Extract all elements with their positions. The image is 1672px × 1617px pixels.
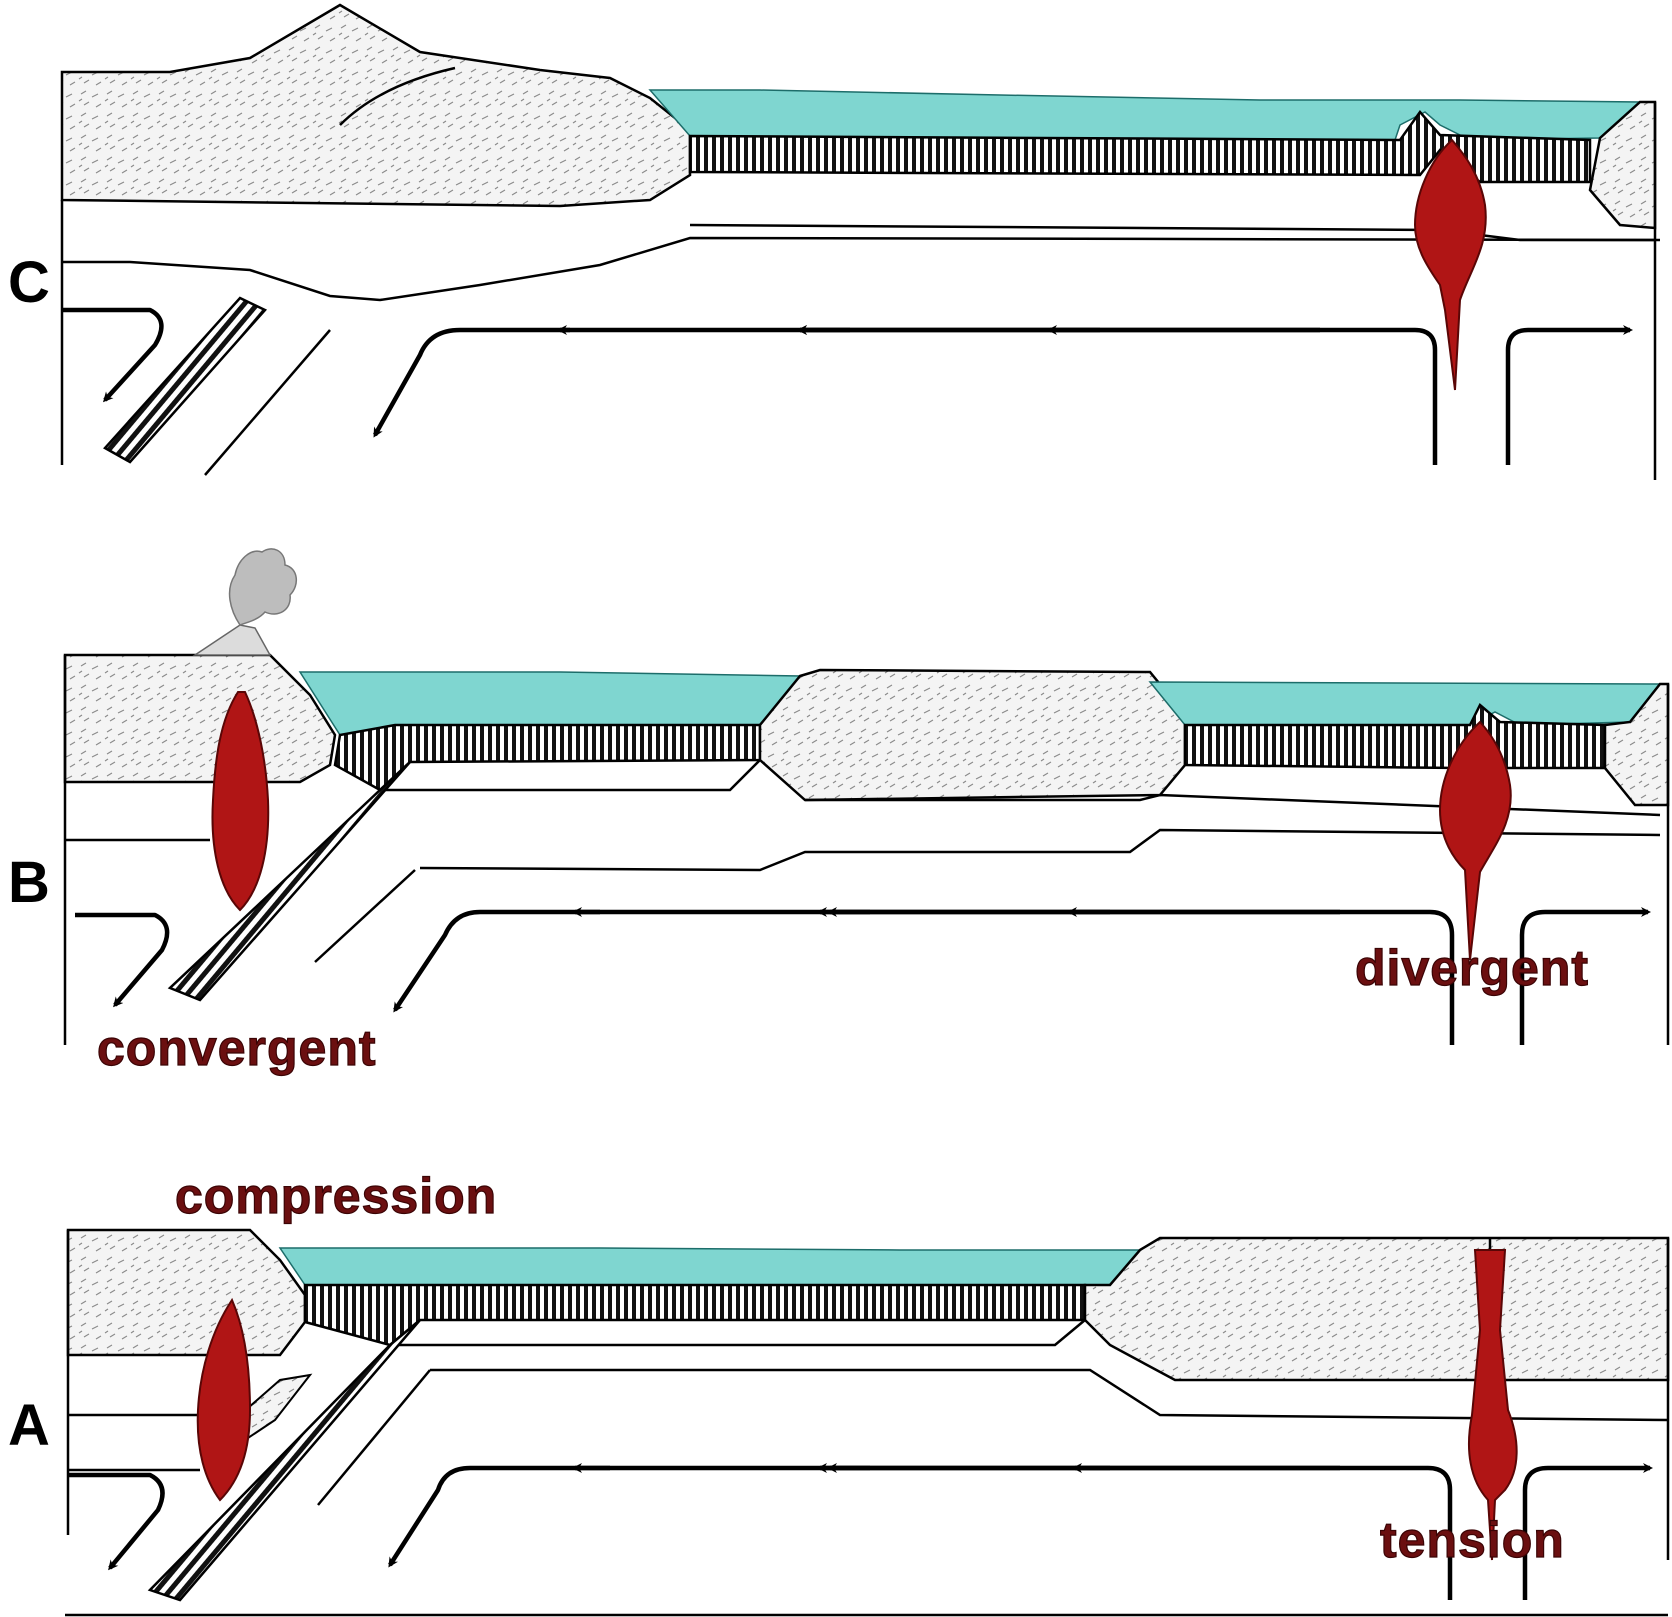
ocean-water (648, 89, 1642, 141)
label-compression: compression (175, 1168, 497, 1224)
oceanic-slab (688, 109, 1592, 184)
magma-plume-icon (1438, 720, 1512, 961)
magma-plume-icon (196, 1297, 252, 1502)
panel-b: B convergent divergent (8, 548, 1670, 1077)
label-tension: tension (1380, 1512, 1565, 1568)
continental-crust-left (63, 653, 337, 784)
panel-letter-c: C (8, 250, 50, 315)
flow-arrow-icon (557, 325, 1438, 465)
magma-plume-icon (1467, 1249, 1518, 1561)
oceanic-slab (303, 1283, 1087, 1347)
magma-plume-icon (211, 691, 270, 912)
subducted-slab (147, 1319, 421, 1602)
magma-plume-icon (1413, 138, 1487, 391)
continental-crust-left (66, 1228, 307, 1357)
label-convergent: convergent (97, 1020, 377, 1076)
panel-c: C (8, 3, 1661, 480)
volcano-icon (192, 624, 272, 656)
panel-letter-a: A (8, 1393, 50, 1458)
continental-crust-right (1083, 1236, 1670, 1382)
continental-crust-left (60, 3, 692, 208)
lithosphere-base (60, 200, 1661, 465)
label-divergent: divergent (1355, 940, 1589, 996)
panel-letter-b: B (8, 850, 50, 915)
continental-crust-middle (758, 668, 1187, 802)
panel-a: A compression tension (8, 1167, 1670, 1617)
ash-plume-icon (228, 548, 297, 626)
subducted-slab (167, 761, 411, 1002)
subducted-slab (103, 296, 268, 464)
oceanic-slab (333, 723, 762, 792)
